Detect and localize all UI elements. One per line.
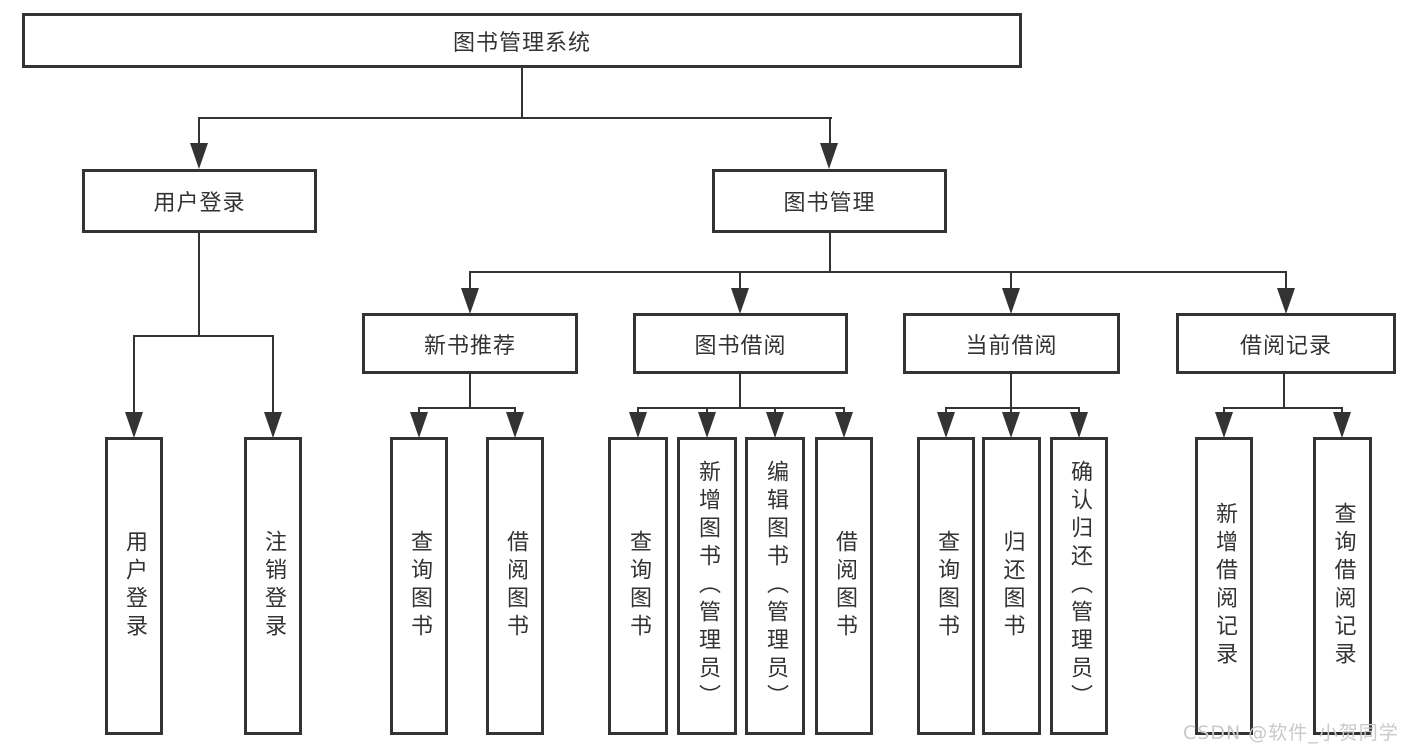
connector-line — [1010, 373, 1012, 409]
node-borrow-records-label: 借阅记录 — [1239, 333, 1332, 359]
connector-line — [739, 271, 741, 291]
connector-line — [1341, 407, 1343, 415]
leaf-edit-books-admin: 编辑图书（管理员） — [745, 437, 805, 735]
connector-line — [1285, 271, 1287, 291]
leaf-add-borrow-record-label: 新增借阅记录 — [1212, 502, 1237, 670]
leaf-add-borrow-record: 新增借阅记录 — [1195, 437, 1253, 735]
node-library-system-label: 图书管理系统 — [452, 30, 591, 56]
connector-line — [198, 117, 200, 147]
connector-line — [843, 407, 845, 415]
arrow-down-icon — [1277, 288, 1295, 314]
connector-line — [945, 407, 1079, 409]
leaf-borrowing-borrow-books-label: 借阅图书 — [832, 530, 857, 642]
connector-line — [514, 407, 516, 415]
connector-line — [1223, 407, 1343, 409]
arrow-down-icon — [766, 412, 784, 438]
leaf-return-books-label: 归还图书 — [999, 530, 1025, 642]
node-library-system: 图书管理系统 — [22, 13, 1022, 68]
connector-line — [1223, 407, 1225, 415]
arrow-down-icon — [1333, 412, 1351, 438]
leaf-user-login: 用户登录 — [105, 437, 163, 735]
leaf-recommend-query-books-label: 查询图书 — [407, 530, 432, 642]
leaf-borrowing-query-books: 查询图书 — [608, 437, 668, 735]
leaf-query-borrow-record-label: 查询借阅记录 — [1330, 502, 1356, 670]
leaf-query-borrow-record: 查询借阅记录 — [1313, 437, 1372, 735]
connector-line — [1283, 373, 1285, 409]
node-book-borrowing: 图书借阅 — [633, 313, 848, 374]
leaf-current-query-books: 查询图书 — [917, 437, 975, 735]
leaf-recommend-borrow-books-label: 借阅图书 — [503, 530, 528, 642]
leaf-confirm-return-admin-label: 确认归还（管理员） — [1067, 460, 1092, 712]
connector-line — [198, 117, 832, 119]
arrow-down-icon — [190, 143, 208, 169]
node-current-borrowing: 当前借阅 — [903, 313, 1120, 374]
connector-line — [469, 271, 1287, 273]
connector-line — [1078, 407, 1080, 415]
leaf-user-login-label: 用户登录 — [122, 530, 147, 642]
connector-line — [637, 407, 845, 409]
node-user-login-label: 用户登录 — [153, 191, 246, 216]
connector-line — [272, 335, 274, 415]
node-new-book-recommend-label: 新书推荐 — [423, 333, 516, 359]
arrow-down-icon — [506, 412, 524, 438]
leaf-recommend-query-books: 查询图书 — [390, 437, 448, 735]
connector-line — [829, 232, 831, 273]
connector-line — [829, 117, 831, 147]
connector-line — [198, 232, 200, 337]
node-book-management-label: 图书管理 — [783, 191, 876, 216]
leaf-logout: 注销登录 — [244, 437, 302, 735]
connector-line — [739, 373, 741, 409]
leaf-logout-label: 注销登录 — [261, 530, 286, 642]
connector-line — [133, 335, 135, 415]
arrow-down-icon — [461, 288, 479, 314]
connector-line — [1010, 407, 1012, 415]
arrow-down-icon — [1002, 288, 1020, 314]
node-new-book-recommend: 新书推荐 — [362, 313, 578, 374]
arrow-down-icon — [698, 412, 716, 438]
node-user-login: 用户登录 — [82, 169, 317, 233]
leaf-add-books-admin-label: 新增图书（管理员） — [695, 460, 720, 712]
leaf-add-books-admin: 新增图书（管理员） — [677, 437, 737, 735]
connector-line — [521, 66, 523, 118]
arrow-down-icon — [1215, 412, 1233, 438]
arrow-down-icon — [731, 288, 749, 314]
arrow-down-icon — [125, 412, 143, 438]
arrow-down-icon — [410, 412, 428, 438]
connector-line — [469, 271, 471, 291]
connector-line — [1010, 271, 1012, 291]
connector-line — [637, 407, 639, 415]
node-book-management: 图书管理 — [712, 169, 947, 233]
leaf-current-query-books-label: 查询图书 — [934, 530, 959, 642]
arrow-down-icon — [264, 412, 282, 438]
connector-line — [418, 407, 420, 415]
leaf-confirm-return-admin: 确认归还（管理员） — [1050, 437, 1108, 735]
connector-line — [706, 407, 708, 415]
node-current-borrowing-label: 当前借阅 — [965, 333, 1058, 359]
leaf-recommend-borrow-books: 借阅图书 — [486, 437, 544, 735]
connector-line — [774, 407, 776, 415]
leaf-edit-books-admin-label: 编辑图书（管理员） — [763, 460, 788, 712]
arrow-down-icon — [1070, 412, 1088, 438]
connector-line — [133, 335, 274, 337]
arrow-down-icon — [937, 412, 955, 438]
node-book-borrowing-label: 图书借阅 — [694, 333, 787, 359]
arrow-down-icon — [629, 412, 647, 438]
leaf-borrowing-borrow-books: 借阅图书 — [815, 437, 873, 735]
arrow-down-icon — [1002, 412, 1020, 438]
arrow-down-icon — [820, 143, 838, 169]
connector-line — [945, 407, 947, 415]
leaf-borrowing-query-books-label: 查询图书 — [626, 530, 651, 642]
connector-line — [418, 407, 516, 409]
node-borrow-records: 借阅记录 — [1176, 313, 1396, 374]
leaf-return-books: 归还图书 — [982, 437, 1041, 735]
arrow-down-icon — [835, 412, 853, 438]
csdn-watermark: CSDN @软件_小贺同学 — [1183, 722, 1399, 744]
connector-line — [469, 373, 471, 409]
